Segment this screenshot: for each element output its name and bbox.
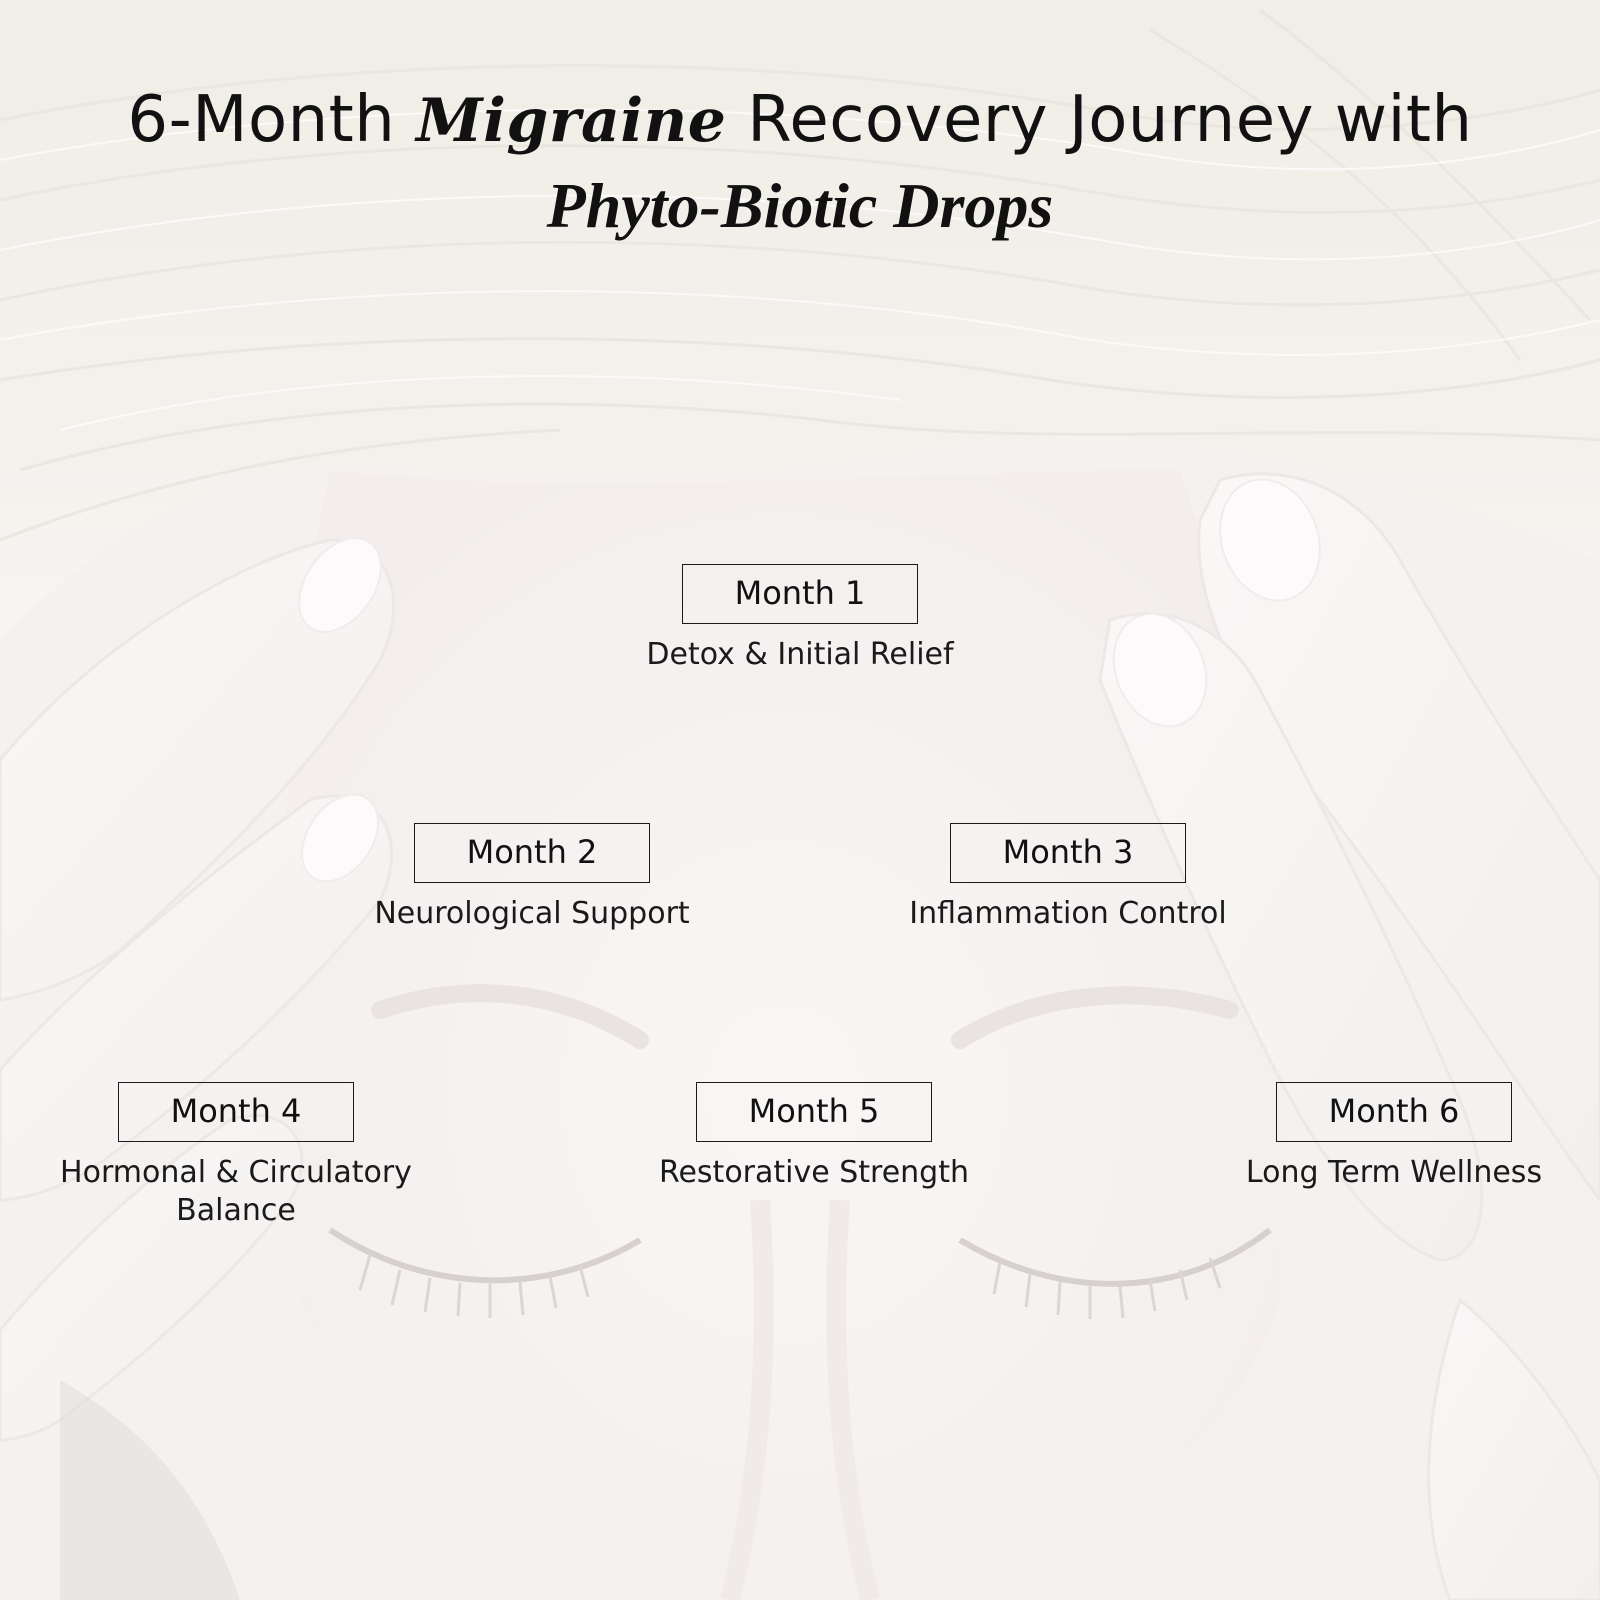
stage-month-6: Month 6 Long Term Wellness <box>1194 1082 1594 1192</box>
stage-label: Month 2 <box>414 823 650 883</box>
page-title: 6-Month Migraine Recovery Journey with P… <box>0 88 1600 238</box>
stage-month-2: Month 2 Neurological Support <box>332 823 732 933</box>
title-emphasis: Migraine <box>416 86 727 156</box>
stage-month-4: Month 4 Hormonal & Circulatory Balance <box>36 1082 436 1230</box>
stage-month-1: Month 1 Detox & Initial Relief <box>600 564 1000 674</box>
stage-description: Inflammation Control <box>909 896 1227 931</box>
stage-label: Month 4 <box>118 1082 354 1142</box>
title-line-2: Phyto-Biotic Drops <box>546 170 1054 241</box>
title-suffix: Recovery Journey with <box>747 83 1473 157</box>
stage-description: Detox & Initial Relief <box>646 637 954 672</box>
stage-description: Neurological Support <box>374 896 690 931</box>
stage-label: Month 5 <box>696 1082 932 1142</box>
stage-label: Month 1 <box>682 564 918 624</box>
stage-description: Long Term Wellness <box>1245 1155 1543 1190</box>
stage-description: Restorative Strength <box>658 1155 970 1190</box>
stage-label: Month 6 <box>1276 1082 1512 1142</box>
stage-month-5: Month 5 Restorative Strength <box>614 1082 1014 1192</box>
stage-description: Hormonal & Circulatory Balance <box>60 1155 412 1228</box>
stage-label: Month 3 <box>950 823 1186 883</box>
title-line-1: 6-Month Migraine Recovery Journey with <box>0 88 1600 172</box>
stage-month-3: Month 3 Inflammation Control <box>868 823 1268 933</box>
title-prefix: 6-Month <box>127 83 396 157</box>
